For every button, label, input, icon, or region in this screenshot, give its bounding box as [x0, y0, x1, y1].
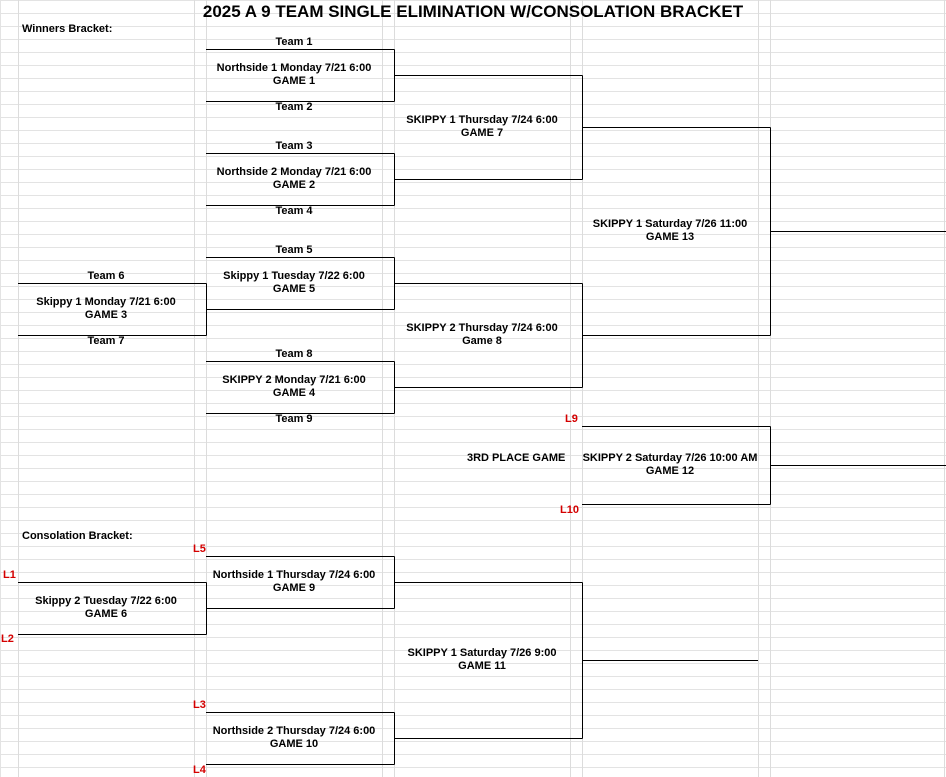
game-3-number: GAME 3	[84, 309, 128, 321]
game-1-number: GAME 1	[272, 75, 316, 87]
loser-5-label: L5	[193, 543, 206, 555]
grid-column-line	[570, 0, 571, 777]
grid-column-line	[194, 0, 195, 777]
loser-2-label: L2	[1, 633, 14, 645]
game-8-detail: SKIPPY 2 Thursday 7/24 6:00	[406, 322, 558, 334]
game-5-number: GAME 5	[272, 283, 316, 295]
page-title: 2025 A 9 TEAM SINGLE ELIMINATION W/CONSO…	[202, 2, 744, 21]
loser-1-label: L1	[3, 569, 16, 581]
consolation-bracket-label: Consolation Bracket:	[22, 530, 133, 542]
team-1-label: Team 1	[275, 36, 313, 48]
game-1-detail: Northside 1 Monday 7/21 6:00	[216, 62, 372, 74]
game-8-info: SKIPPY 2 Thursday 7/24 6:00 Game 8	[388, 322, 576, 348]
game-7-info: SKIPPY 1 Thursday 7/24 6:00 GAME 7	[388, 114, 576, 140]
team-7-label: Team 7	[87, 335, 125, 347]
grid-column-line	[770, 0, 771, 777]
loser-10-label: L10	[560, 504, 579, 516]
game-10-info: Northside 2 Thursday 7/24 6:00 GAME 10	[200, 725, 388, 751]
game-12-info: SKIPPY 2 Saturday 7/26 10:00 AM GAME 12	[572, 452, 768, 478]
grid-column-line	[758, 0, 759, 777]
team-6-label: Team 6	[87, 270, 125, 282]
third-place-label: 3RD PLACE GAME	[467, 452, 566, 464]
game-3-detail: Skippy 1 Monday 7/21 6:00	[36, 296, 176, 308]
game-4-detail: SKIPPY 2 Monday 7/21 6:00	[222, 374, 366, 386]
team-5-label: Team 5	[275, 244, 313, 256]
grid-column-line	[944, 0, 945, 777]
grid-column-line	[206, 0, 207, 777]
game-13-number: GAME 13	[645, 231, 695, 243]
team-4-label: Team 4	[275, 205, 313, 217]
game-10-detail: Northside 2 Thursday 7/24 6:00	[212, 725, 376, 737]
game-13-info: SKIPPY 1 Saturday 7/26 11:00 GAME 13	[576, 218, 764, 244]
game-10-number: GAME 10	[269, 738, 319, 750]
game-3-info: Skippy 1 Monday 7/21 6:00 GAME 3	[12, 296, 200, 322]
loser-9-label: L9	[565, 413, 578, 425]
team-3-label: Team 3	[275, 140, 313, 152]
grid-column-line	[382, 0, 383, 777]
game-5-info: Skippy 1 Tuesday 7/22 6:00 GAME 5	[200, 270, 388, 296]
game-6-info: Skippy 2 Tuesday 7/22 6:00 GAME 6	[12, 595, 200, 621]
game-8-number: Game 8	[462, 335, 502, 347]
game-2-number: GAME 2	[272, 179, 316, 191]
game-4-info: SKIPPY 2 Monday 7/21 6:00 GAME 4	[200, 374, 388, 400]
team-9-label: Team 9	[275, 413, 313, 425]
grid-column-line	[582, 0, 583, 777]
game-11-info: SKIPPY 1 Saturday 7/26 9:00 GAME 11	[388, 647, 576, 673]
game-7-number: GAME 7	[460, 127, 504, 139]
loser-4-label: L4	[193, 764, 206, 776]
game-9-info: Northside 1 Thursday 7/24 6:00 GAME 9	[200, 569, 388, 595]
game-11-number: GAME 11	[458, 660, 506, 672]
game-13-detail: SKIPPY 1 Saturday 7/26 11:00	[592, 218, 748, 230]
team-8-label: Team 8	[275, 348, 313, 360]
game-9-number: GAME 9	[272, 582, 316, 594]
team-2-label: Team 2	[275, 101, 313, 113]
loser-3-label: L3	[193, 699, 206, 711]
grid-column-line	[18, 0, 19, 777]
game-2-info: Northside 2 Monday 7/21 6:00 GAME 2	[200, 166, 388, 192]
game-12-number: GAME 12	[645, 465, 695, 477]
winners-bracket-label: Winners Bracket:	[22, 23, 113, 35]
game-5-detail: Skippy 1 Tuesday 7/22 6:00	[223, 270, 365, 282]
game-1-info: Northside 1 Monday 7/21 6:00 GAME 1	[200, 62, 388, 88]
game-6-detail: Skippy 2 Tuesday 7/22 6:00	[35, 595, 177, 607]
game-2-detail: Northside 2 Monday 7/21 6:00	[216, 166, 372, 178]
game-4-number: GAME 4	[272, 387, 316, 399]
game-11-detail: SKIPPY 1 Saturday 7/26 9:00	[407, 647, 557, 659]
game-9-detail: Northside 1 Thursday 7/24 6:00	[212, 569, 376, 581]
game-7-detail: SKIPPY 1 Thursday 7/24 6:00	[406, 114, 558, 126]
game-6-number: GAME 6	[84, 608, 128, 620]
game-12-detail: SKIPPY 2 Saturday 7/26 10:00 AM	[582, 452, 758, 464]
